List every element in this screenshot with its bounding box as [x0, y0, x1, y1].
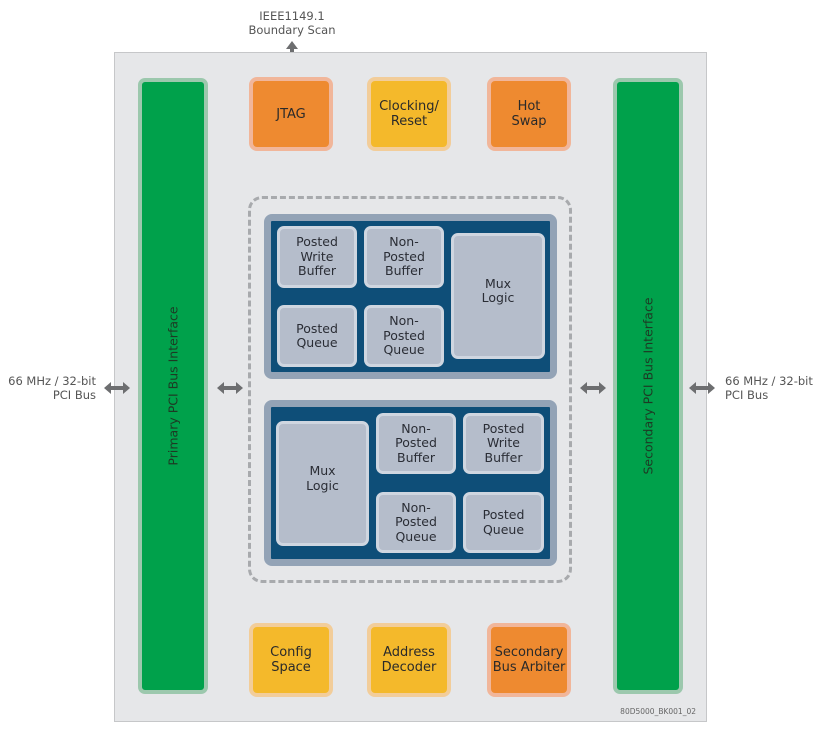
left-pci-bus-label: 66 MHz / 32-bit PCI Bus [0, 374, 96, 402]
cell-label-line: Posted [296, 320, 338, 336]
cell-label-line: Buffer [385, 263, 423, 279]
secondary-pci-bus-interface: Secondary PCI Bus Interface [613, 78, 683, 694]
lower-non-posted-queue: Non- Posted Queue [376, 492, 456, 553]
left-external-arrow-icon [104, 382, 130, 394]
cell-label-line: Posted [482, 507, 525, 522]
right-pci-bus-label-line2: PCI Bus [725, 388, 769, 402]
cell-label-line: Queue [296, 335, 338, 350]
config-space-label-line1: Config [270, 645, 312, 660]
secondary-bus-arbiter-label-line2: Bus Arbiter [492, 660, 566, 675]
cell-label-line: Posted [383, 327, 425, 343]
primary-pci-bus-label: Primary PCI Bus Interface [165, 306, 181, 466]
cell-label-line: Posted [395, 514, 437, 530]
lower-non-posted-buffer: Non- Posted Buffer [376, 413, 456, 474]
cell-label-line: Non- [389, 313, 419, 329]
cell-label-line: Non- [401, 499, 431, 515]
upper-non-posted-buffer: Non- Posted Buffer [364, 226, 444, 288]
hot-swap-block: Hot Swap [487, 77, 571, 151]
jtag-label: JTAG [276, 106, 306, 122]
lower-posted-write-buffer: Posted Write Buffer [463, 413, 544, 474]
cell-label-line: Mux [309, 463, 336, 478]
cell-label-line: Posted [395, 435, 437, 451]
primary-pci-bus-interface: Primary PCI Bus Interface [138, 78, 208, 694]
boundary-scan-label-line1: IEEE1149.1 [259, 9, 325, 23]
lower-mux-logic: Mux Logic [276, 421, 369, 546]
cell-label-line: Logic [481, 290, 515, 305]
cell-label-line: Non- [401, 420, 431, 436]
address-decoder-label-line1: Address [383, 645, 435, 660]
boundary-scan-label: IEEE1149.1 Boundary Scan [240, 9, 344, 37]
upper-posted-queue: Posted Queue [277, 305, 357, 367]
config-space-label-line2: Space [271, 660, 311, 675]
cell-label-line: Queue [395, 528, 437, 544]
secondary-pci-bus-label: Secondary PCI Bus Interface [640, 297, 656, 475]
boundary-scan-label-line2: Boundary Scan [248, 23, 336, 37]
cell-label-line: Non- [389, 234, 419, 250]
cell-label-line: Posted [482, 420, 525, 436]
hot-swap-label-line1: Hot [517, 99, 541, 114]
upper-mux-logic: Mux Logic [451, 233, 545, 359]
left-internal-arrow-icon [217, 382, 243, 394]
clocking-reset-label-line1: Clocking/ [379, 99, 439, 114]
upper-posted-write-buffer: Posted Write Buffer [277, 226, 357, 288]
cell-label-line: Write [300, 248, 334, 264]
cell-label-line: Mux [484, 275, 512, 291]
cell-label-line: Buffer [298, 263, 336, 279]
left-pci-bus-label-line2: PCI Bus [52, 388, 96, 402]
clocking-reset-block: Clocking/ Reset [367, 77, 451, 151]
address-decoder-label-line2: Decoder [381, 660, 437, 675]
reference-id: 80D5000_BK001_02 [620, 707, 696, 716]
config-space-block: Config Space [249, 623, 333, 697]
jtag-block: JTAG [249, 77, 333, 151]
address-decoder-block: Address Decoder [367, 623, 451, 697]
cell-label-line: Buffer [397, 449, 435, 465]
cell-label-line: Buffer [484, 449, 523, 465]
datapath-boundary [248, 196, 572, 583]
left-pci-bus-label-line1: 66 MHz / 32-bit [8, 374, 96, 388]
lower-posted-queue: Posted Queue [463, 492, 544, 553]
right-pci-bus-label-line1: 66 MHz / 32-bit [725, 374, 813, 388]
secondary-bus-arbiter-label-line1: Secondary [494, 645, 564, 660]
secondary-bus-arbiter-block: Secondary Bus Arbiter [487, 623, 571, 697]
hot-swap-label-line2: Swap [511, 114, 547, 129]
cell-label-line: Queue [383, 342, 425, 358]
right-pci-bus-label: 66 MHz / 32-bit PCI Bus [725, 374, 822, 402]
upper-non-posted-queue: Non- Posted Queue [364, 305, 444, 367]
clocking-reset-label-line2: Reset [390, 114, 428, 129]
cell-label-line: Queue [482, 521, 525, 537]
right-internal-arrow-icon [580, 382, 606, 394]
cell-label-line: Write [486, 435, 520, 451]
cell-label-line: Posted [383, 248, 425, 264]
cell-label-line: Posted [296, 234, 338, 250]
right-external-arrow-icon [689, 382, 715, 394]
cell-label-line: Logic [306, 477, 339, 493]
